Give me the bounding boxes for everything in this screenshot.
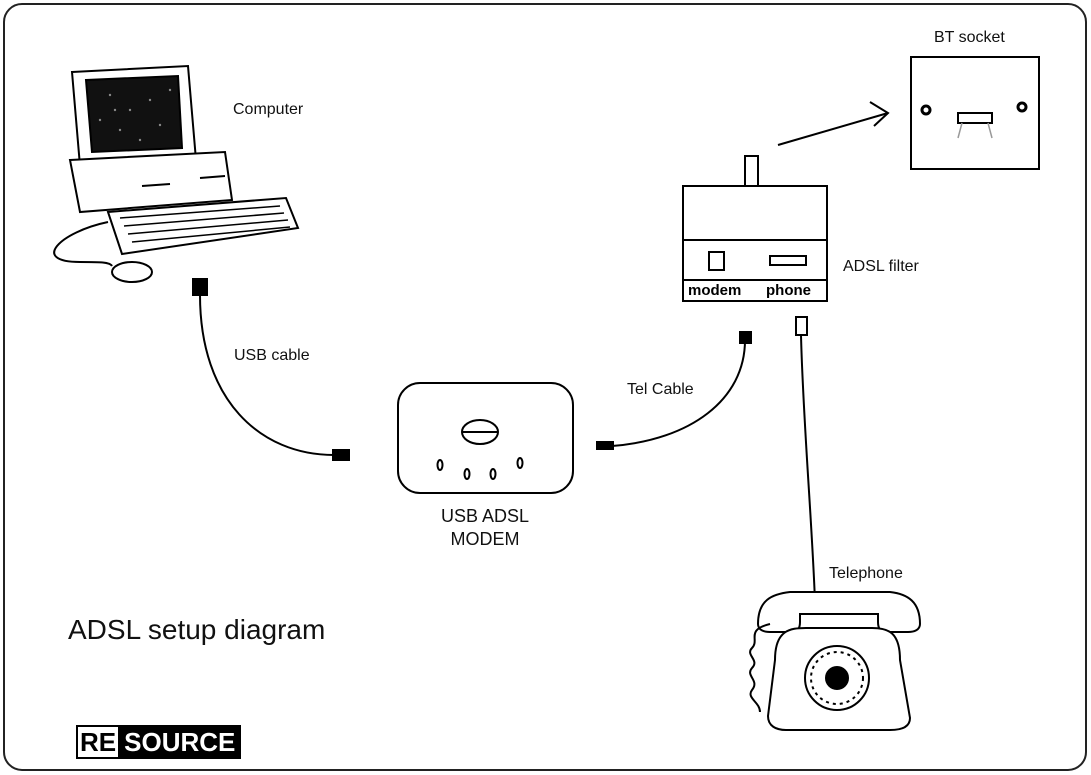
bt-socket-label: BT socket [934, 29, 1005, 46]
tel-plug-filter [739, 331, 752, 344]
filter-to-socket-arrow [777, 101, 890, 146]
usb-adsl-modem-icon [397, 382, 574, 494]
diagram-title: ADSL setup diagram [68, 614, 326, 645]
filter-port-phone-label: phone [766, 282, 811, 299]
usb-plug-modem [332, 449, 350, 461]
telephone-icon [749, 591, 922, 731]
bt-socket-icon [910, 56, 1040, 170]
usb-plug-computer [192, 278, 208, 296]
resource-logo: RE SOURCE [76, 725, 242, 759]
tel-plug-modem [596, 441, 614, 450]
computer-label: Computer [233, 101, 304, 118]
telephone-label: Telephone [829, 565, 903, 582]
usb-cable [199, 294, 335, 456]
tel-cable-label: Tel Cable [627, 381, 694, 398]
computer-icon [53, 64, 300, 283]
usb-adsl-modem-label-line1: USB ADSL [440, 506, 530, 526]
usb-cable-label: USB cable [234, 347, 310, 364]
adsl-filter-icon [682, 155, 828, 336]
tel-cable [611, 339, 746, 447]
adsl-filter-label: ADSL filter [843, 258, 919, 275]
phone-cord [800, 334, 816, 603]
usb-adsl-modem-label: USB ADSL MODEM [430, 506, 540, 550]
logo-part-re: RE [76, 725, 121, 759]
usb-adsl-modem-label-line2: MODEM [450, 529, 520, 549]
filter-port-modem-label: modem [688, 282, 742, 299]
logo-part-source: SOURCE [120, 725, 242, 759]
